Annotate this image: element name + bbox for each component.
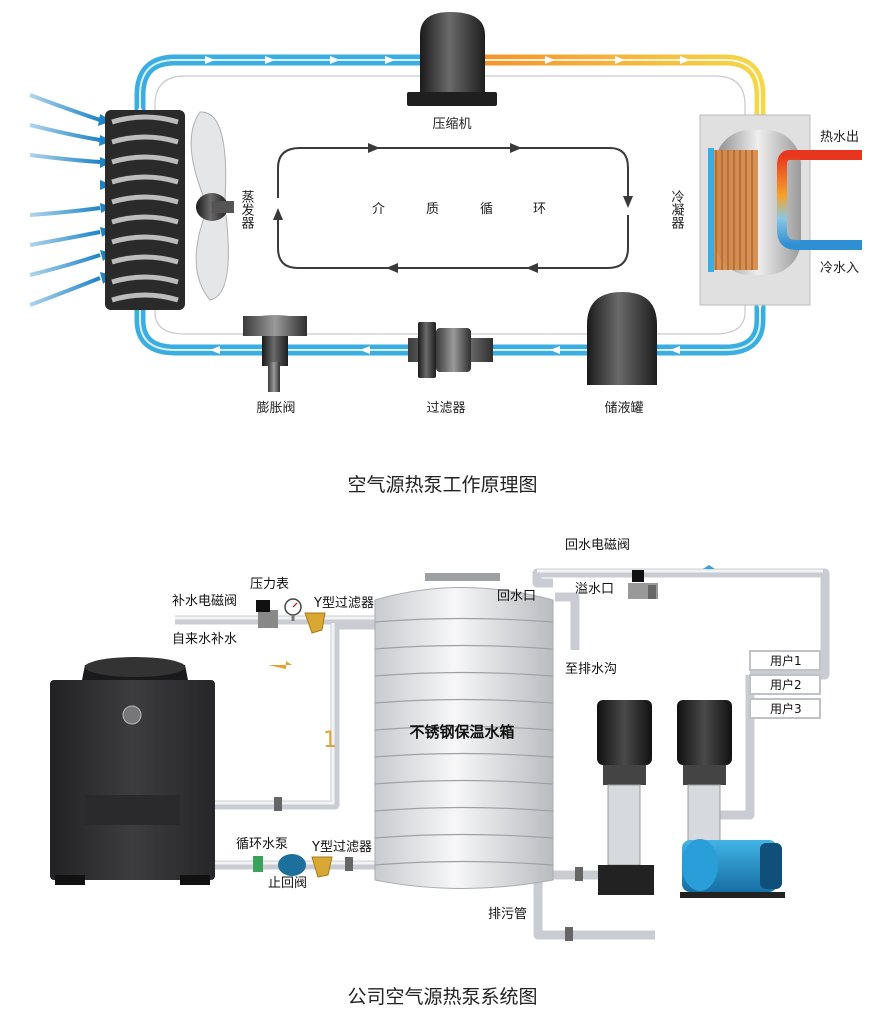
- vertical-pump-right: [677, 700, 732, 846]
- filter-icon: [408, 322, 493, 378]
- y-filter-top-icon: [304, 612, 326, 634]
- tap-water-label: 自来水补水: [172, 632, 237, 647]
- overflow-label: 溢水口: [575, 582, 614, 597]
- cycle-arrows: [273, 143, 633, 273]
- circ-pump-label: 循环水泵: [236, 837, 288, 852]
- y-filter-bottom-label: Y型过滤器: [311, 840, 372, 855]
- heat-pump-principle-diagram: 蒸发器 压缩机 热水出 冷水入 冷凝器 介 质: [0, 0, 885, 445]
- svg-text:质: 质: [426, 202, 439, 217]
- y-filter-top-label: Y型过滤器: [313, 596, 374, 611]
- evaporator-label-v: 蒸发器: [239, 190, 255, 230]
- blue-booster-pump: [680, 839, 785, 898]
- compressor-label: 压缩机: [432, 116, 471, 132]
- air-inflow-arrows: [29, 93, 101, 307]
- heat-pump-unit: [50, 657, 215, 885]
- makeup-solenoid-valve: [256, 600, 278, 628]
- svg-text:环: 环: [533, 202, 546, 217]
- caption-bottom: 公司空气源热泵系统图: [347, 986, 538, 1008]
- user-2-label: 用户2: [770, 677, 802, 692]
- to-drain-label: 至排水沟: [565, 662, 617, 677]
- expansion-valve-icon: [243, 315, 307, 392]
- filter-label: 过滤器: [426, 401, 465, 416]
- return-flow-arrow: [703, 565, 715, 569]
- ball-valves: [274, 585, 656, 941]
- insulated-water-tank: [374, 573, 554, 889]
- return-port-label: 回水口: [497, 589, 536, 604]
- user-1-label: 用户1: [770, 653, 802, 668]
- user-3-label: 用户3: [770, 701, 802, 716]
- evaporator-coil: [105, 110, 185, 310]
- medium-cycle-loop: [277, 147, 629, 269]
- pressure-gauge-icon: [284, 598, 302, 621]
- compressor-icon: [407, 12, 497, 106]
- flow-mark: 1: [323, 728, 337, 753]
- pressure-gauge-label: 压力表: [250, 577, 289, 592]
- cold-water-in-label: 冷水入: [820, 261, 859, 276]
- drain-pipe-label: 排污管: [488, 907, 527, 922]
- expansion-valve-label: 膨胀阀: [256, 401, 295, 416]
- user-branches: [749, 650, 821, 719]
- hot-water-out-label: 热水出: [820, 130, 859, 145]
- caption-top: 空气源热泵工作原理图: [347, 474, 538, 496]
- receiver-label: 储液罐: [604, 401, 643, 416]
- heat-pump-system-diagram: 不锈钢保温水箱: [0, 525, 885, 965]
- makeup-solenoid-label: 补水电磁阀: [172, 594, 237, 609]
- svg-text:介: 介: [372, 202, 385, 217]
- svg-text:循: 循: [480, 202, 493, 217]
- tank-label: 不锈钢保温水箱: [409, 723, 514, 741]
- condenser-label: 冷凝器: [669, 190, 685, 230]
- circulation-pump-small: [253, 854, 306, 876]
- medium-cycle-label: 介 质 循 环: [372, 202, 546, 217]
- y-filter-bottom-icon: [311, 856, 333, 878]
- vertical-pump-left: [597, 700, 654, 895]
- makeup-flow-arrow: [268, 661, 292, 669]
- return-solenoid-label: 回水电磁阀: [565, 538, 630, 553]
- receiver-tank-icon: [587, 292, 657, 385]
- fan-icon: [190, 111, 234, 301]
- check-valve-label: 止回阀: [268, 876, 307, 891]
- condenser-tank: [699, 114, 862, 306]
